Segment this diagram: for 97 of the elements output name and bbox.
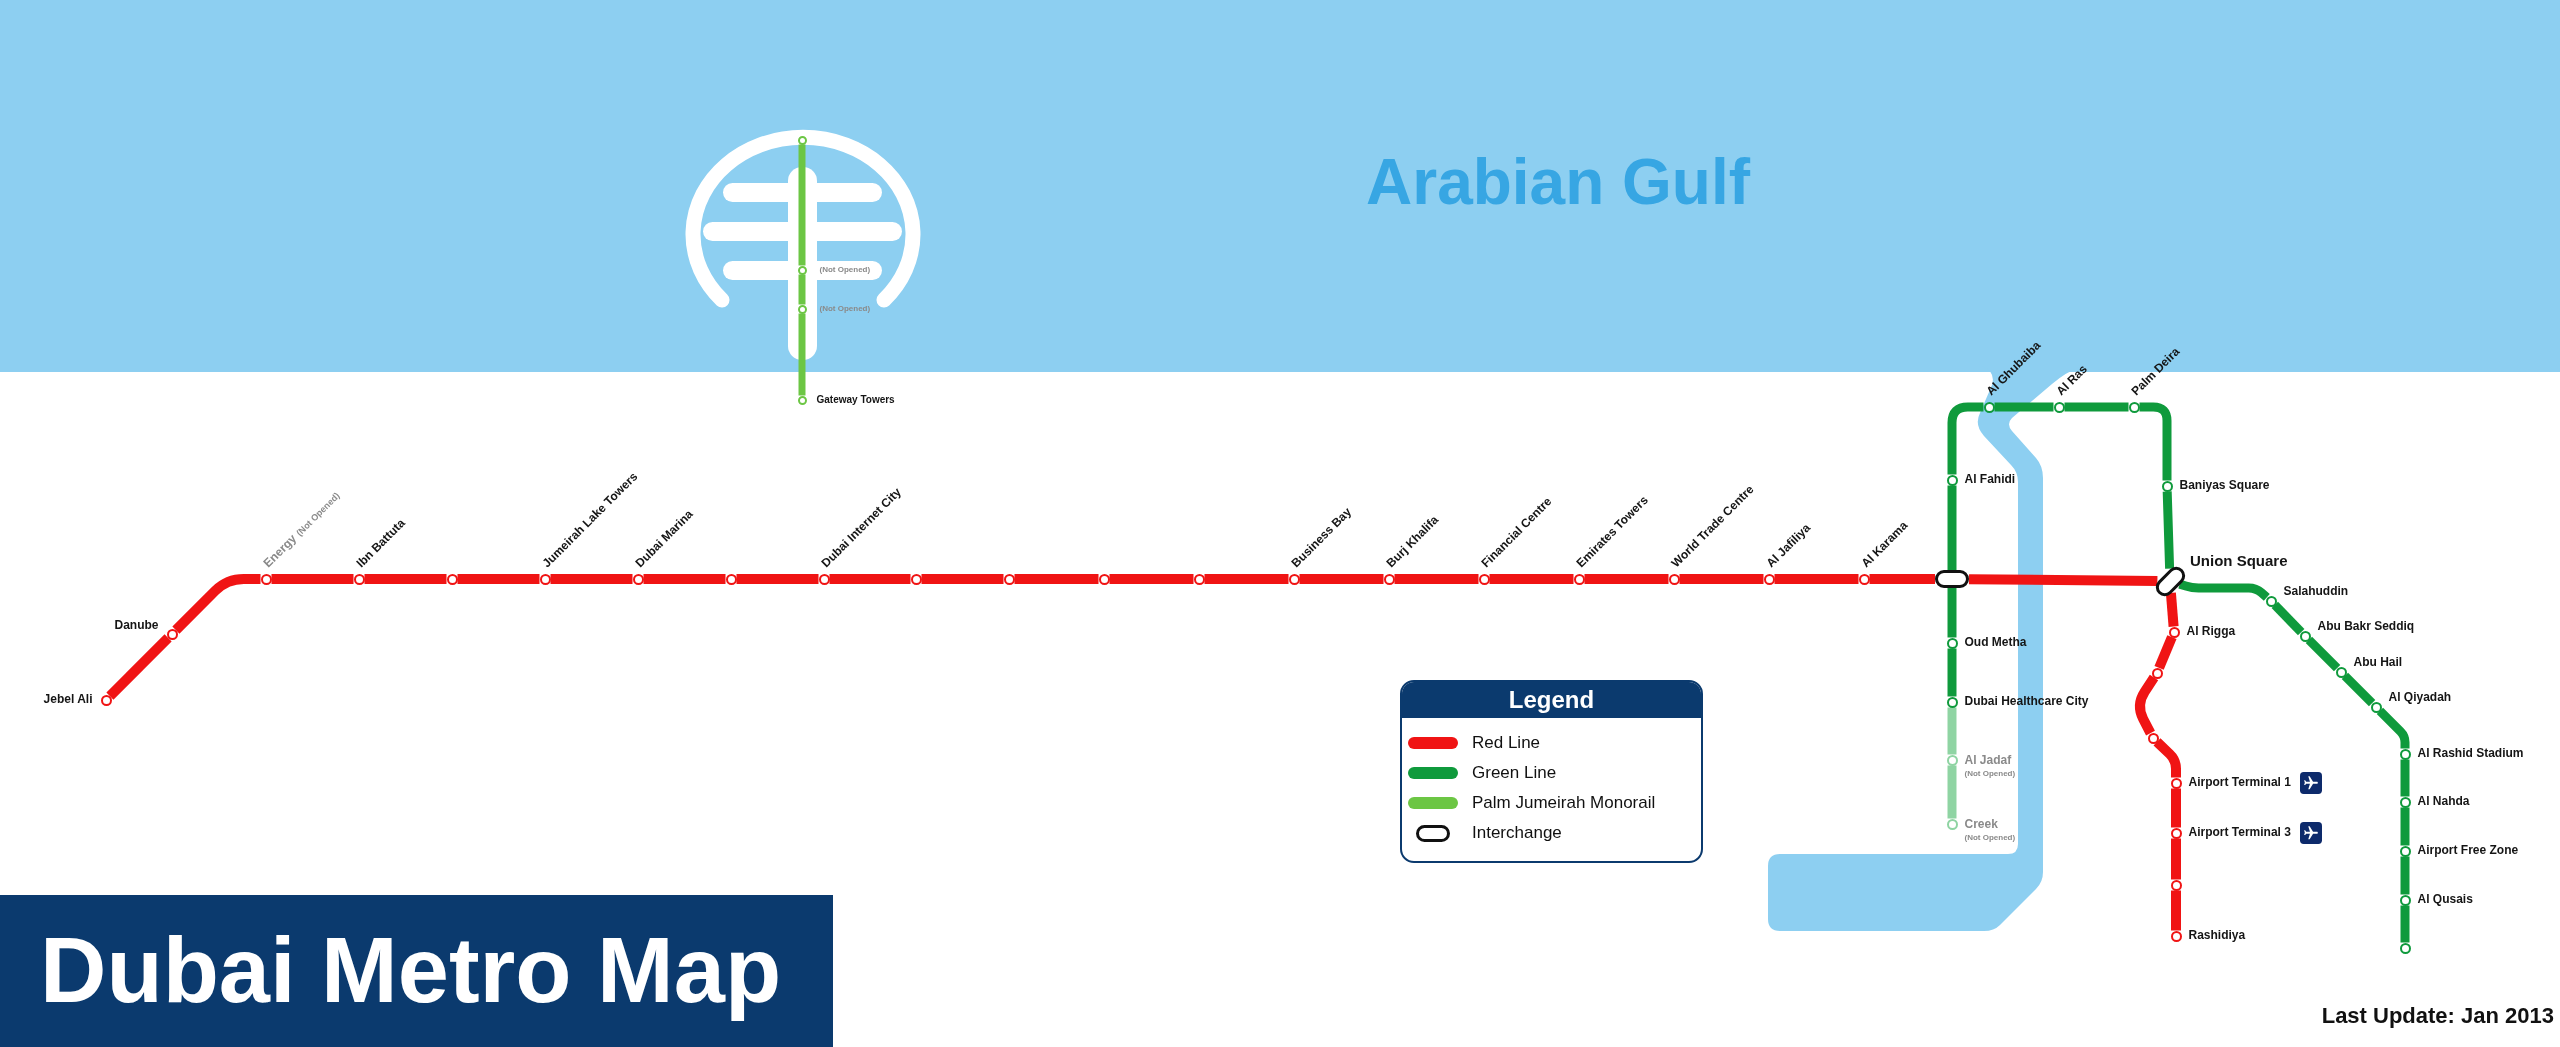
metro-line	[2134, 674, 2159, 736]
metro-line	[921, 574, 1004, 584]
metro-line	[1947, 485, 1957, 570]
station-name: Al Qusais	[2417, 893, 2473, 907]
station-marker	[1098, 573, 1110, 585]
metro-line	[1947, 402, 1984, 475]
metro-line	[1947, 648, 1957, 697]
status-note: (Not Opened)	[1964, 768, 2016, 778]
metro-line	[1968, 574, 2158, 586]
station-name: Creek	[1964, 818, 1998, 832]
station-name: Jebel Ali	[43, 693, 93, 707]
station-marker	[1003, 573, 1015, 585]
station-marker	[1193, 573, 1205, 585]
station-name: Salahuddin	[2283, 585, 2349, 599]
station-name: Al Fahidi	[1964, 473, 2016, 487]
station-name: Al Nahda	[2417, 795, 2470, 809]
legend-title: Legend	[1402, 682, 1701, 718]
station-marker	[2399, 942, 2411, 954]
interchange-marker	[1935, 570, 1969, 588]
metro-line	[106, 634, 172, 700]
metro-line	[643, 574, 726, 584]
station-name: Oud Metha	[1964, 636, 2027, 650]
metro-line	[2153, 738, 2181, 778]
station-name: Abu Hail	[2353, 656, 2403, 670]
metro-line	[798, 313, 806, 396]
metro-line	[2162, 491, 2175, 569]
legend-label: Green Line	[1472, 763, 1557, 783]
metro-line	[2305, 636, 2341, 672]
metro-line	[2171, 838, 2181, 880]
status-note: (Not Opened)	[819, 265, 871, 275]
metro-line	[2154, 635, 2177, 670]
station-name: Rashidiya	[2188, 929, 2246, 943]
metro-line	[2171, 788, 2181, 828]
metro-line	[2139, 402, 2172, 481]
station-name: Abu Bakr Seddiq	[2317, 620, 2415, 634]
station-name: Airport Free Zone	[2417, 844, 2519, 858]
status-note: (Not Opened)	[1964, 832, 2016, 842]
metro-line	[736, 574, 819, 584]
station-name: Airport Terminal 1	[2188, 776, 2291, 790]
station-name: Union Square	[2190, 552, 2288, 570]
station-name: Al Ras	[2054, 362, 2091, 399]
station-name: Al Jadaf	[1964, 754, 2012, 768]
station-marker	[2170, 879, 2182, 891]
station-marker	[910, 573, 922, 585]
metro-line	[1489, 574, 1574, 584]
legend-label: Red Line	[1472, 733, 1541, 753]
station-name: Gateway Towers	[816, 394, 895, 406]
metro-line	[798, 144, 806, 266]
station-marker	[446, 573, 458, 585]
station-marker	[2147, 732, 2159, 744]
metro-line	[1109, 574, 1194, 584]
metro-line	[2171, 890, 2181, 931]
metro-line	[2341, 672, 2376, 707]
metro-line	[172, 574, 261, 634]
metro-line	[1947, 707, 1957, 755]
metro-line	[271, 574, 354, 584]
status-note: (Not Opened)	[819, 304, 871, 314]
metro-line	[1994, 402, 2054, 412]
sea-name: Arabian Gulf	[1366, 150, 1751, 214]
metro-line	[1584, 574, 1669, 584]
metro-line	[2271, 601, 2305, 636]
metro-line	[1947, 588, 1957, 638]
metro-line	[1947, 765, 1957, 819]
station-marker	[2151, 667, 2163, 679]
metro-line	[2400, 856, 2410, 895]
metro-line	[2178, 579, 2270, 601]
metro-line	[2400, 807, 2410, 846]
update-note: Last Update: Jan 2013	[2321, 1004, 2554, 1029]
metro-line	[550, 574, 633, 584]
metro-line	[1679, 574, 1764, 584]
metro-line	[1014, 574, 1099, 584]
metro-line	[1869, 574, 1935, 584]
station-name: Danube	[114, 619, 159, 633]
metro-line	[1299, 574, 1384, 584]
station-name: Al Rashid Stadium	[2417, 747, 2524, 761]
station-marker	[725, 573, 737, 585]
metro-line	[364, 574, 447, 584]
metro-line	[2165, 592, 2179, 627]
metro-line	[2376, 707, 2410, 749]
metro-line	[1774, 574, 1859, 584]
metro-line	[829, 574, 911, 584]
station-name: Dubai Healthcare City	[1964, 695, 2089, 709]
station-name: Baniyas Square	[2179, 479, 2270, 493]
metro-line	[1394, 574, 1479, 584]
metro-line	[2064, 402, 2129, 412]
map-title: Dubai Metro Map	[40, 920, 782, 1022]
station-name: Airport Terminal 3	[2188, 826, 2291, 840]
metro-line	[2400, 905, 2410, 943]
metro-line	[457, 574, 540, 584]
station-name: Al Rigga	[2186, 625, 2236, 639]
legend-label: Interchange	[1472, 823, 1562, 843]
legend-label: Palm Jumeirah Monorail	[1472, 793, 1656, 813]
station-name: Al Qiyadah	[2388, 691, 2452, 705]
station-marker	[797, 135, 807, 145]
metro-line	[1204, 574, 1289, 584]
metro-line	[2400, 759, 2410, 797]
metro-line	[798, 274, 806, 305]
